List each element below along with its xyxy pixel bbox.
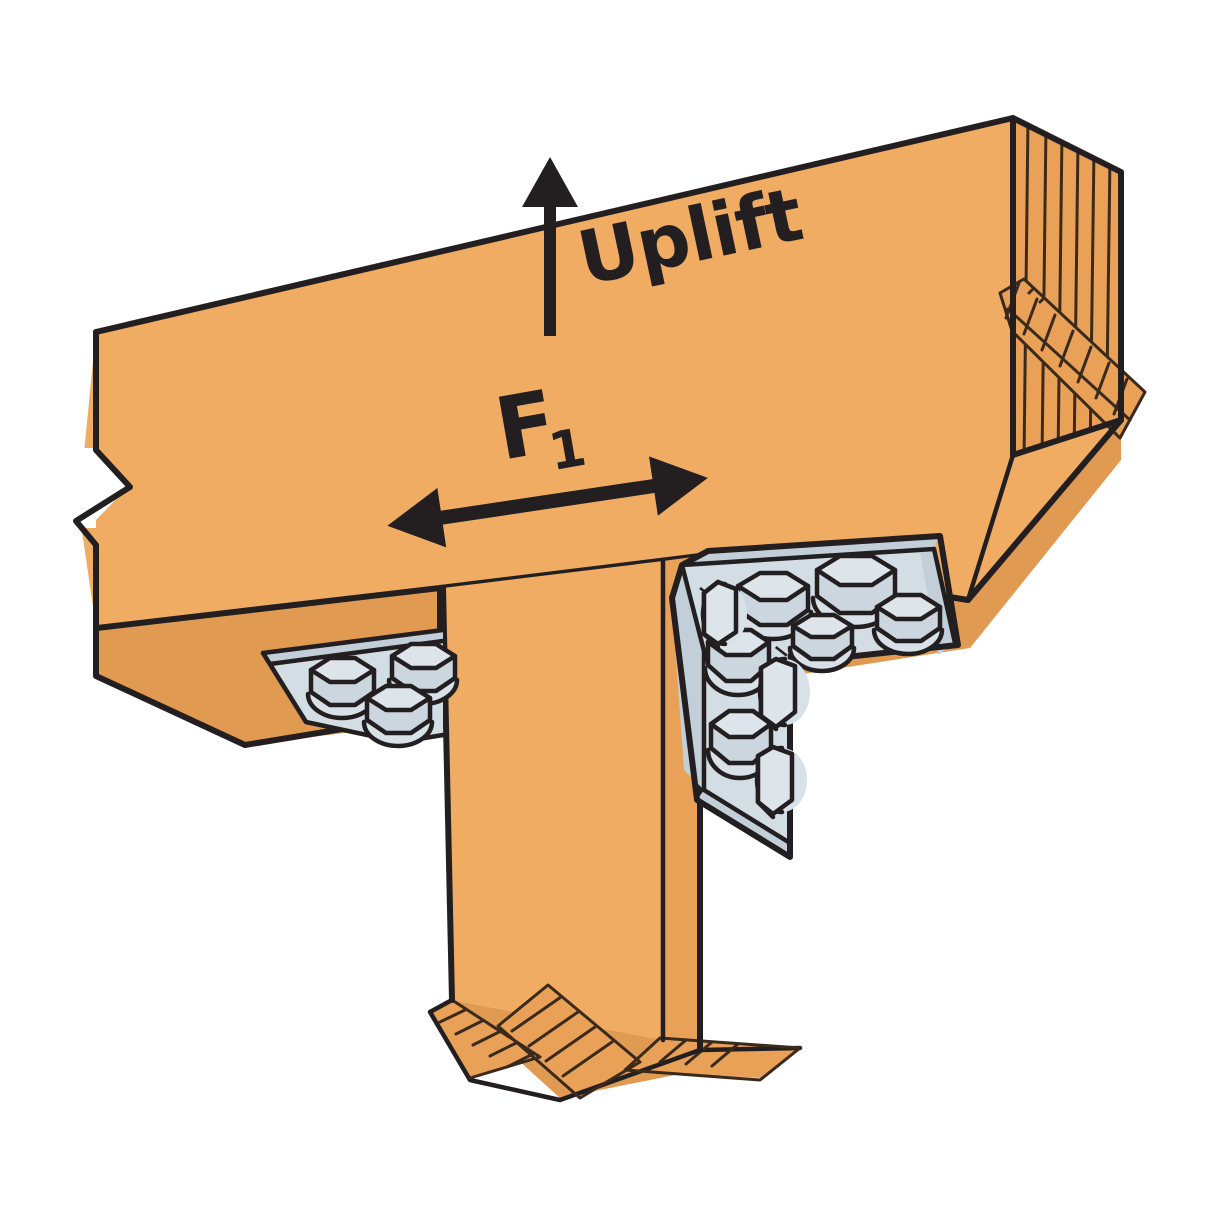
angle-bracket-right xyxy=(669,533,961,860)
strap-plate-left xyxy=(260,627,460,749)
bolt xyxy=(757,656,810,732)
beam-break-line xyxy=(73,329,133,631)
force-arrow-f1 xyxy=(387,456,708,548)
bolt xyxy=(754,744,807,820)
uplift-arrow xyxy=(522,157,578,336)
post-bottom-break xyxy=(427,983,803,1103)
strap-plate-left-edge xyxy=(263,630,443,663)
bolt xyxy=(386,641,460,707)
post-front-face xyxy=(443,561,663,1040)
bracket-right-taper xyxy=(920,549,955,655)
bracket-corner-bevel xyxy=(682,537,938,565)
bracket-inner-outline xyxy=(701,648,793,846)
beam-end-inner-edge xyxy=(965,452,1016,603)
beam-bottom-rear-edge xyxy=(965,417,1124,603)
beam-front-face-main xyxy=(96,118,1013,628)
beam-break-notch-fill xyxy=(70,448,128,528)
bolt xyxy=(700,579,747,650)
arrow-head-up xyxy=(522,157,578,207)
beam-end-face-outline xyxy=(1010,115,1124,458)
bolt xyxy=(361,683,435,749)
bolt xyxy=(305,655,379,721)
arrow-head-left xyxy=(387,487,447,548)
post-member xyxy=(427,553,803,1103)
arrow-head-right xyxy=(649,456,708,516)
bolt xyxy=(787,612,857,674)
beam-end-splinter xyxy=(998,277,1147,440)
bolt xyxy=(871,592,945,657)
